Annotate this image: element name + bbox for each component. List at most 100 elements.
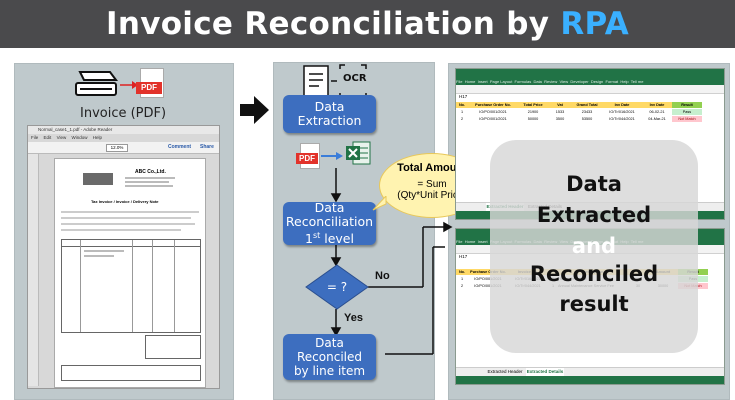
cell: IO/Tr/044/2021 — [609, 117, 635, 121]
cell: IO/Tr/016/2021 — [609, 110, 635, 114]
table-row: 1 IO/PO/001/2021 21900 1533 23433 IO/Tr/… — [456, 109, 724, 115]
ribbon-format[interactable]: Format — [605, 79, 619, 84]
cell: IO/PO/001/2021 — [474, 277, 502, 281]
ribbon-file[interactable]: File — [456, 239, 463, 244]
result-not-match: Not Match — [672, 116, 702, 122]
ribbon-formulas[interactable]: Formulas — [514, 79, 532, 84]
table-rule — [80, 240, 81, 332]
pdf-small-badge: PDF — [296, 153, 318, 164]
ribbon-tell-me[interactable]: Tell me — [630, 79, 644, 84]
col-header: Grand Total — [572, 102, 602, 108]
ribbon-insert[interactable]: Insert — [477, 239, 488, 244]
comment-button[interactable]: Comment — [168, 144, 192, 150]
callout-line-1: = Sum — [417, 179, 447, 190]
ribbon-design[interactable]: Design — [590, 79, 604, 84]
yes-label: Yes — [344, 312, 363, 324]
cell: 2 — [460, 117, 464, 121]
table-rule — [152, 240, 153, 332]
text-line — [84, 250, 124, 252]
totals-box — [145, 335, 201, 359]
cell: 53500 — [581, 117, 593, 121]
title-accent: RPA — [560, 6, 629, 42]
tab-extracted-header[interactable]: Extracted Header — [487, 369, 523, 374]
company-logo — [83, 173, 113, 185]
signature-box — [61, 365, 201, 381]
level-word: level — [324, 231, 354, 247]
col-header: Purchase Order No. — [468, 269, 508, 275]
ocr-scan-icon — [303, 64, 367, 98]
callout-tail — [372, 196, 387, 211]
formula-bar[interactable]: H17 — [456, 85, 724, 99]
sheet-tabs: Extracted Header Extracted Details — [456, 367, 724, 376]
ribbon-insert[interactable]: Insert — [477, 79, 488, 84]
excel-ribbon: File Home Insert Page Layout Formulas Da… — [456, 78, 724, 85]
callout-title: Total Amount — [397, 162, 467, 174]
ribbon-file[interactable]: File — [456, 79, 463, 84]
text-line — [61, 211, 199, 213]
ribbon-home[interactable]: Home — [464, 239, 476, 244]
name-box[interactable]: H17 — [459, 254, 468, 259]
reader-toolbar: 12.0% Comment Share — [28, 142, 219, 154]
col-header: Total Price — [518, 102, 548, 108]
name-box[interactable]: H17 — [459, 94, 468, 99]
overlay-line-3: and — [571, 234, 617, 258]
table-rule — [132, 240, 133, 332]
ribbon-help[interactable]: Help — [620, 79, 629, 84]
arrow-right-icon — [120, 81, 138, 89]
table-rule — [174, 240, 175, 332]
text-line — [61, 223, 195, 225]
tab-extracted-details[interactable]: Extracted Details — [526, 368, 564, 376]
cell: 23433 — [581, 110, 593, 114]
cell: IO/PO/001/2021 — [479, 117, 507, 121]
col-header: No. — [456, 269, 468, 275]
ribbon-home[interactable]: Home — [464, 79, 476, 84]
convert-arrow-icon — [321, 152, 343, 160]
reconciliation-line-2: Reconciliation — [285, 213, 374, 229]
cell: 1 — [460, 110, 464, 114]
data-reconciled-box: Data Reconciled by line item — [283, 334, 376, 380]
no-label: No — [375, 270, 390, 282]
cell: 2 — [460, 284, 464, 288]
col-header: No. — [456, 102, 468, 108]
ribbon-data[interactable]: Data — [533, 79, 542, 84]
decision-diamond-icon — [305, 264, 369, 310]
cell: 21900 — [527, 110, 539, 114]
ribbon-developer[interactable]: Developer — [570, 79, 589, 84]
reader-menu: File Edit View Window Help — [31, 135, 102, 140]
share-button[interactable]: Share — [200, 144, 214, 150]
menu-edit[interactable]: Edit — [43, 135, 52, 140]
excel-statusbar — [456, 376, 724, 384]
page-title: Invoice Reconciliation by RPA — [106, 6, 629, 42]
callout-line-2: (Qty*Unit Price) — [397, 190, 467, 201]
extraction-line-1: Data — [314, 99, 345, 114]
overlay-line-4: Reconciled — [529, 262, 659, 286]
col-header: Vat — [548, 102, 572, 108]
overlay-line-2: Extracted — [536, 203, 652, 227]
pdf-badge: PDF — [136, 82, 162, 94]
flow-arrow-icon — [240, 96, 269, 124]
line-items-table — [61, 239, 201, 333]
cell: 06-02-21 — [649, 110, 665, 114]
address-line — [125, 177, 175, 179]
menu-view[interactable]: View — [56, 135, 67, 140]
reader-side-panel — [28, 154, 39, 386]
level-sup: st — [312, 230, 321, 240]
menu-help[interactable]: Help — [92, 135, 103, 140]
menu-window[interactable]: Window — [71, 135, 88, 140]
reconciled-line-2: Reconciled — [297, 350, 362, 364]
ribbon-review[interactable]: Review — [544, 79, 558, 84]
address-line — [125, 181, 169, 183]
ribbon-page-layout[interactable]: Page Layout — [489, 79, 513, 84]
cell: 50000 — [527, 117, 539, 121]
table-row: 2 IO/PO/001/2021 50000 3500 53500 IO/Tr/… — [456, 116, 724, 122]
menu-file[interactable]: File — [31, 135, 39, 140]
ribbon-view[interactable]: View — [559, 79, 569, 84]
company-name: ABC Co.,Ltd. — [135, 169, 166, 175]
level-number: 1 — [305, 231, 313, 247]
reconciled-line-1: Data — [315, 336, 344, 350]
result-overlay — [490, 140, 698, 353]
zoom-field[interactable]: 12.0% — [106, 144, 128, 152]
title-main: Invoice Reconciliation by — [106, 6, 561, 42]
flow-connectors — [330, 168, 453, 355]
excel-icon — [346, 141, 371, 165]
